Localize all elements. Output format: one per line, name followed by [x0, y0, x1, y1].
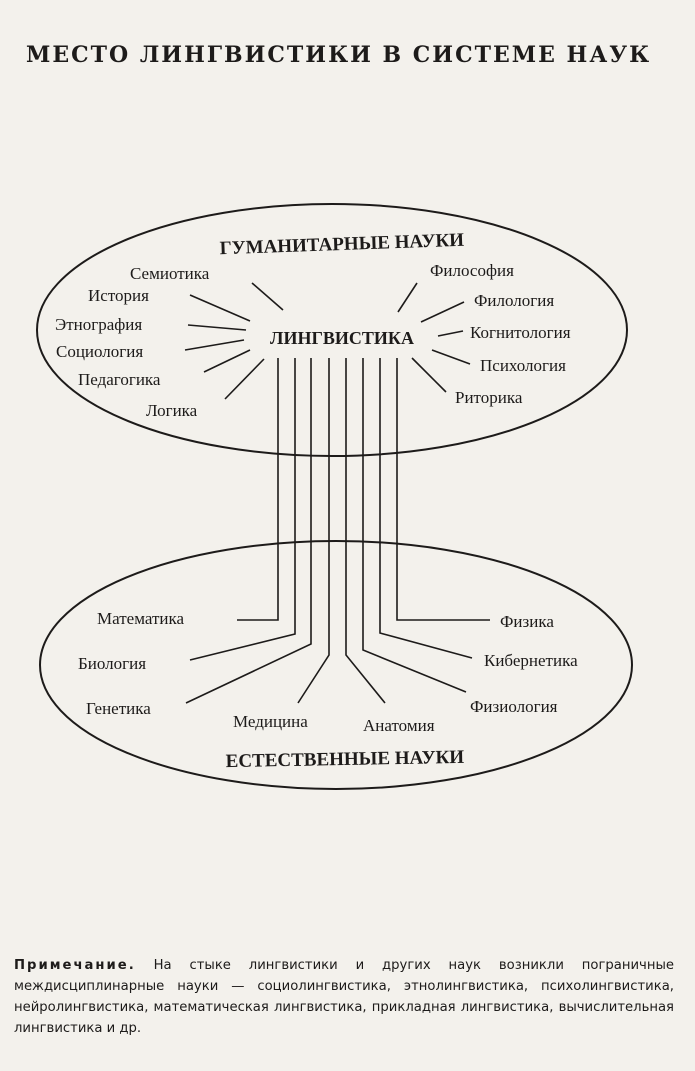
label-cybernetics: Кибернетика	[484, 651, 578, 670]
label-physiology: Физиология	[470, 697, 558, 716]
label-cognitology: Когнитология	[470, 323, 571, 342]
center-linguistics: ЛИНГВИСТИКА	[270, 328, 414, 348]
label-logic: Логика	[146, 401, 198, 420]
label-philology: Филология	[474, 291, 554, 310]
label-genetics: Генетика	[86, 699, 151, 718]
connector-logic	[224, 358, 265, 400]
label-ethnography: Этнография	[55, 315, 142, 334]
connector-philology	[420, 301, 465, 323]
humanities-title: ГУМАНИТАРНЫЕ НАУКИ	[219, 230, 464, 260]
connector-physics	[396, 358, 490, 621]
science-diagram: ГУМАНИТАРНЫЕ НАУКИ ЕСТЕСТВЕННЫЕ НАУКИ ЛИ…	[36, 203, 633, 790]
label-psychology: Психология	[480, 356, 566, 375]
connector-pedagogy	[203, 349, 251, 373]
connector-sociology	[184, 339, 245, 351]
note-paragraph: Примечание. На стыке лингвистики и други…	[14, 955, 674, 1039]
connector-history	[189, 294, 251, 322]
note-text: На стыке лингвистики и других наук возни…	[14, 958, 674, 1036]
natural-sciences-title: ЕСТЕСТВЕННЫЕ НАУКИ	[226, 747, 465, 772]
connector-cognitology	[437, 330, 464, 337]
connector-physiology	[362, 358, 467, 693]
humanities-ellipse	[36, 203, 628, 457]
connector-genetics	[185, 358, 312, 704]
label-history: История	[88, 286, 149, 305]
label-physics: Физика	[500, 612, 554, 631]
label-pedagogy: Педагогика	[78, 370, 161, 389]
connector-ethnography	[187, 324, 247, 331]
label-anatomy: Анатомия	[363, 716, 435, 735]
connector-psychology	[431, 349, 471, 365]
label-sociology: Социология	[56, 342, 143, 361]
page-title: МЕСТО ЛИНГВИСТИКИ В СИСТЕМЕ НАУК	[26, 42, 652, 68]
note-label: Примечание.	[14, 958, 136, 973]
connector-philosophy	[397, 282, 418, 313]
label-rhetoric: Риторика	[455, 388, 523, 407]
label-biology: Биология	[78, 654, 146, 673]
connector-rhetoric	[411, 357, 447, 393]
label-mathematics: Математика	[97, 609, 184, 628]
connector-mathematics	[237, 358, 279, 621]
label-medicine: Медицина	[233, 712, 308, 731]
natural-sciences-ellipse	[39, 540, 633, 790]
label-semiotics: Семиотика	[130, 264, 210, 283]
connector-medicine	[297, 358, 330, 704]
connector-semiotics	[251, 282, 284, 311]
label-philosophy: Философия	[430, 261, 514, 280]
connector-cybernetics	[379, 358, 473, 659]
connector-biology	[189, 358, 296, 661]
connector-anatomy	[345, 358, 386, 704]
